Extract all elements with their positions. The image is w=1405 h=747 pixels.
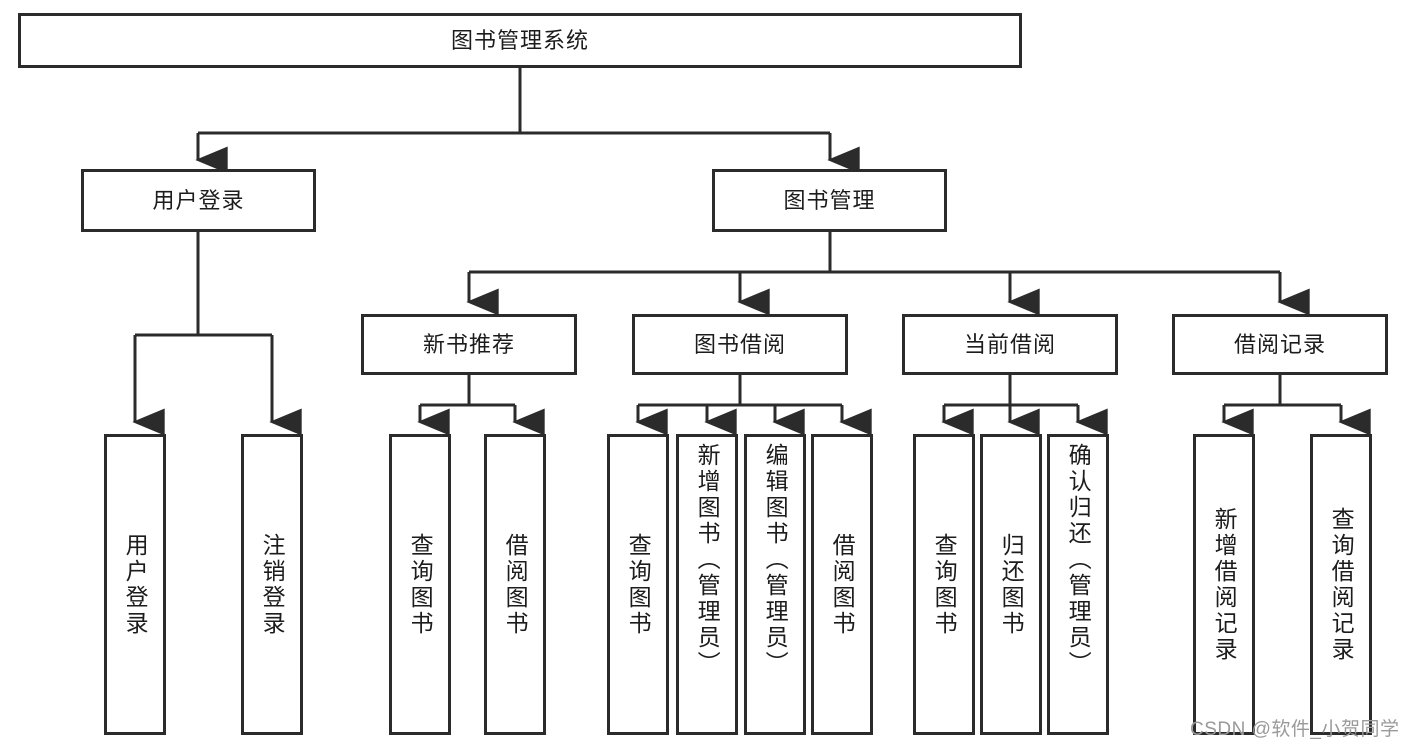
node-leaf-confirm-return[interactable]: 确认归还（管理员） [1047, 434, 1109, 735]
node-root-book-management-system[interactable]: 图书管理系统 [18, 13, 1022, 68]
node-label: 编辑图书（管理员） [762, 443, 789, 677]
node-label: 图书管理系统 [450, 27, 589, 53]
node-new-book-recommend[interactable]: 新书推荐 [361, 314, 577, 375]
node-book-manage[interactable]: 图书管理 [712, 169, 947, 232]
node-label: 注销登录 [259, 532, 286, 637]
node-label: 归还图书 [998, 532, 1025, 637]
node-label: 用户登录 [122, 532, 149, 637]
node-leaf-add-record[interactable]: 新增借阅记录 [1193, 434, 1255, 735]
node-leaf-borrow-book-1[interactable]: 借阅图书 [484, 434, 546, 735]
node-leaf-edit-book[interactable]: 编辑图书（管理员） [744, 434, 806, 735]
node-label: 用户登录 [152, 187, 245, 213]
node-label: 查询借阅记录 [1328, 506, 1355, 663]
node-leaf-add-book[interactable]: 新增图书（管理员） [676, 434, 738, 735]
watermark-text: CSDN @软件_小贺同学 [1190, 719, 1400, 740]
node-leaf-query-record[interactable]: 查询借阅记录 [1310, 434, 1372, 735]
node-label: 新书推荐 [422, 331, 515, 357]
node-label: 当前借阅 [963, 331, 1056, 357]
node-label: 借阅图书 [502, 532, 529, 637]
node-label: 新增借阅记录 [1211, 506, 1238, 663]
node-leaf-user-login[interactable]: 用户登录 [104, 434, 166, 735]
node-current-borrow[interactable]: 当前借阅 [902, 314, 1118, 375]
node-label: 查询图书 [625, 532, 652, 637]
node-label: 借阅记录 [1233, 331, 1326, 357]
node-leaf-query-book-2[interactable]: 查询图书 [607, 434, 669, 735]
node-label: 确认归还（管理员） [1065, 443, 1092, 677]
node-label: 借阅图书 [829, 532, 856, 637]
node-borrow-record[interactable]: 借阅记录 [1172, 314, 1388, 375]
node-leaf-query-book-1[interactable]: 查询图书 [389, 434, 451, 735]
node-book-borrow[interactable]: 图书借阅 [632, 314, 848, 375]
node-leaf-return-book[interactable]: 归还图书 [980, 434, 1042, 735]
node-user-login[interactable]: 用户登录 [81, 169, 316, 232]
node-leaf-logout-login[interactable]: 注销登录 [241, 434, 303, 735]
node-label: 图书借阅 [693, 331, 786, 357]
node-leaf-borrow-book-2[interactable]: 借阅图书 [811, 434, 873, 735]
node-label: 查询图书 [931, 532, 958, 637]
node-leaf-query-book-3[interactable]: 查询图书 [913, 434, 975, 735]
node-label: 查询图书 [407, 532, 434, 637]
node-label: 图书管理 [783, 187, 876, 213]
node-label: 新增图书（管理员） [694, 443, 721, 677]
